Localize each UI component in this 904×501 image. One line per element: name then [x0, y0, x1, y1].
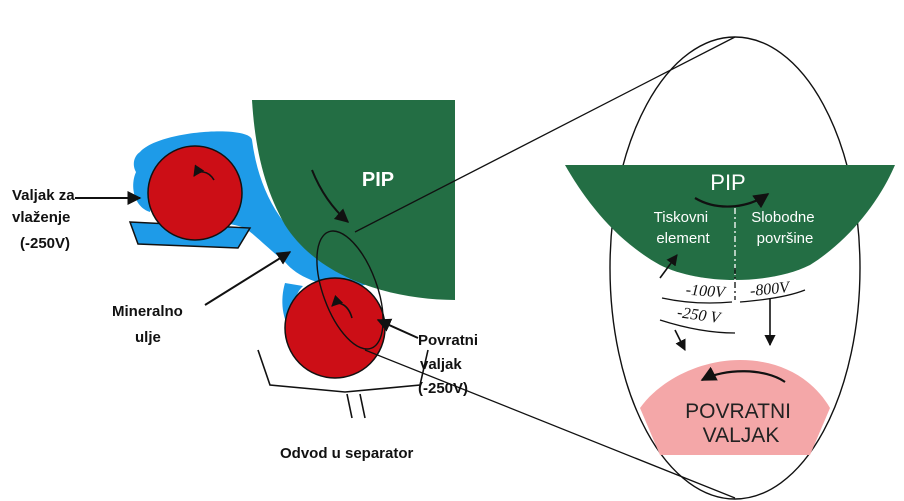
pip-zoom-segment	[565, 165, 895, 280]
drain-pipe-right	[359, 393, 366, 419]
arc-free	[739, 289, 806, 303]
zoom-line-bottom	[364, 349, 736, 499]
arrow-down-roller	[674, 329, 686, 352]
mineral-oil-label: Mineralno ulje	[112, 303, 187, 346]
arc-roller	[659, 319, 736, 334]
drain-label: Odvod u separator	[280, 445, 414, 462]
return-roller	[284, 277, 386, 379]
zoom-ellipse-small	[316, 230, 384, 350]
arc-print	[661, 297, 733, 304]
free-surfaces-label: Slobodne površine	[751, 209, 819, 247]
return-roller-zoom	[640, 360, 830, 455]
return-roller-arrow-label	[376, 318, 419, 339]
dampening-roller	[147, 145, 243, 241]
pip-rotation-arrow	[311, 169, 350, 223]
drain-pipe-left	[346, 393, 353, 419]
return-roller-zoom-arrow	[700, 366, 786, 383]
zoom-ellipse-large	[609, 36, 861, 500]
arrow-up-print	[659, 254, 678, 279]
voltage-free-label: -800V	[749, 279, 792, 300]
return-roller-zoom-label: POVRATNI VALJAK	[685, 400, 797, 447]
pip-cylinder	[252, 100, 455, 300]
mineral-oil-arrow	[204, 251, 292, 306]
return-roller-arrow	[331, 294, 353, 319]
pip-label-right: PIP	[710, 170, 745, 195]
voltage-print-label: -100V	[685, 282, 727, 302]
pip-zoom-rotation-arrow	[694, 193, 770, 209]
pip-label-left: PIP	[362, 169, 394, 191]
return-roller-label: Povratni valjak (-250V)	[418, 332, 482, 397]
print-element-label: Tiskovni element	[654, 209, 713, 247]
dampening-roller-arrow	[193, 164, 215, 181]
voltage-roller-label: -250 V	[676, 304, 723, 327]
dampening-roller-label: Valjak za vlaženje (-250V)	[12, 187, 79, 252]
